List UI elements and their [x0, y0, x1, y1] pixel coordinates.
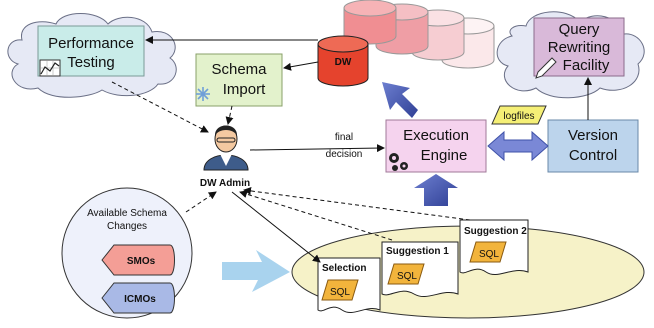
pencil-icon: [535, 57, 557, 79]
available-changes-label-1: Available Schema: [87, 208, 167, 219]
schema-import-label-2: Import: [223, 81, 266, 98]
final-decision-label-1: final: [335, 132, 353, 143]
schema-import-box: [195, 53, 283, 107]
query-rewriting-label-2: Rewriting: [548, 39, 611, 56]
dw-label: DW: [335, 57, 352, 68]
version-control-label-1: Version: [568, 127, 618, 144]
changes-to-admin-arrow: [185, 191, 217, 213]
icmos-label: ICMOs: [124, 294, 156, 305]
engine-version-double-arrow: [487, 130, 549, 162]
suggestion2-label: Suggestion 2: [464, 226, 527, 237]
performance-testing-label-1: Performance: [48, 35, 134, 52]
dw-cylinder: [317, 35, 369, 87]
suggestions-to-engine-arrow: [414, 174, 458, 206]
snowflake-icon: [196, 87, 210, 101]
light-blue-arrow: [222, 250, 290, 292]
admin-to-selection-arrow: [231, 191, 321, 263]
execution-engine-label-1: Execution: [403, 127, 469, 144]
logfiles-note: [491, 105, 547, 125]
suggestion1-label: Suggestion 1: [386, 246, 449, 257]
available-changes-label-2: Changes: [107, 221, 147, 232]
dw-to-schema-import-arrow: [283, 61, 319, 71]
version-control-box: [547, 119, 639, 173]
performance-testing-label-2: Testing: [67, 54, 115, 71]
admin-to-engine-arrow: [249, 144, 385, 153]
schema-import-to-admin-arrow: [225, 105, 234, 125]
smos-label: SMOs: [127, 256, 156, 267]
suggestion2-to-admin-arrow: [243, 186, 471, 221]
svg-text:SQL: SQL: [330, 287, 350, 298]
selection-label: Selection: [322, 263, 366, 274]
version-control-label-2: Control: [569, 147, 617, 164]
smos-shape: [101, 244, 175, 276]
query-rewriting-label-1: Query: [559, 21, 600, 38]
logfiles-label: logfiles: [503, 111, 534, 122]
admin-person-icon: [203, 125, 249, 171]
suggestion1-to-admin-arrow: [239, 190, 393, 241]
db-cylinder-1: [343, 0, 397, 45]
sql-icon-2: SQL: [387, 263, 425, 285]
query-rewriting-label-3: Facility: [563, 57, 610, 74]
performance-to-admin-arrow: [111, 81, 209, 133]
engine-to-dw-arrow: [382, 82, 418, 118]
execution-engine-label-2: Engine: [421, 147, 468, 164]
final-decision-label-2: decision: [326, 149, 363, 160]
sql-icon-3: SQL: [469, 241, 507, 263]
svg-text:SQL: SQL: [397, 271, 417, 282]
sql-icon-1: SQL: [321, 279, 359, 301]
dw-databases: [317, 0, 495, 87]
chart-icon: [39, 59, 61, 77]
schema-import-label-1: Schema: [211, 61, 267, 78]
dw-admin-label: DW Admin: [200, 178, 250, 189]
gears-icon: [389, 153, 408, 171]
svg-text:SQL: SQL: [479, 249, 499, 260]
icmos-shape: [101, 282, 175, 314]
